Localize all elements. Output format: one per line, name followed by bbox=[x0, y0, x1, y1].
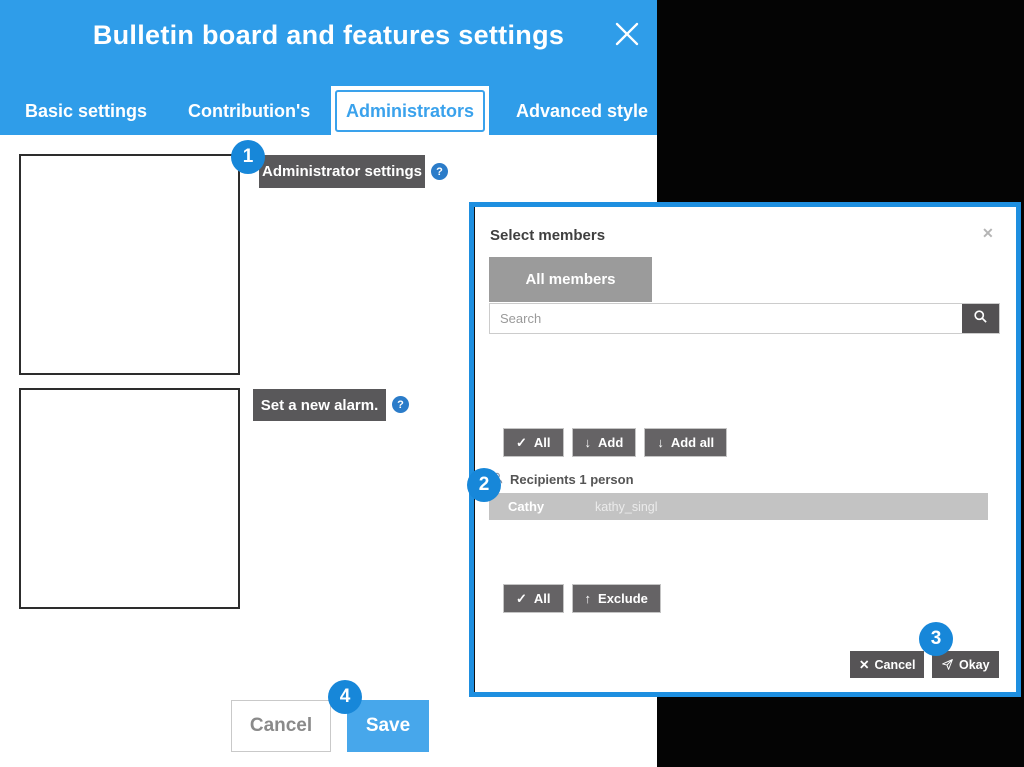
close-icon[interactable] bbox=[608, 15, 646, 53]
tab-administrators-label: Administrators bbox=[335, 90, 485, 132]
search-button[interactable] bbox=[962, 304, 999, 333]
step-badge-1: 1 bbox=[231, 140, 265, 174]
search-icon bbox=[973, 309, 988, 329]
search-input[interactable] bbox=[490, 304, 962, 333]
button-label: All bbox=[533, 591, 551, 606]
help-icon[interactable]: ? bbox=[392, 396, 409, 413]
tab-advanced-style[interactable]: Advanced style bbox=[516, 101, 649, 121]
preview-box-bottom bbox=[19, 388, 240, 609]
help-icon[interactable]: ? bbox=[431, 163, 448, 180]
select-members-title: Select members bbox=[490, 227, 606, 244]
add-buttons-row: ✓ All ↓ Add ↓ Add all bbox=[503, 428, 728, 457]
set-new-alarm-button[interactable]: Set a new alarm. bbox=[253, 389, 386, 421]
dialog-title: Bulletin board and features settings bbox=[92, 20, 565, 50]
tab-administrators[interactable]: Administrators bbox=[331, 86, 489, 136]
all-members-tab[interactable]: All members bbox=[489, 257, 652, 302]
send-icon bbox=[941, 658, 954, 671]
save-button[interactable]: Save bbox=[347, 700, 429, 752]
member-row[interactable]: Cathy kathy_singl bbox=[489, 493, 988, 520]
administrator-settings-button[interactable]: Administrator settings bbox=[259, 155, 425, 188]
member-name: Cathy bbox=[508, 499, 545, 514]
arrow-down-icon: ↓ bbox=[584, 435, 592, 450]
step-badge-4: 4 bbox=[328, 680, 362, 714]
select-all-button[interactable]: ✓ All bbox=[503, 428, 564, 457]
recipients-header: Recipients 1 person bbox=[490, 471, 634, 488]
arrow-down-icon: ↓ bbox=[657, 435, 664, 450]
x-icon: ✕ bbox=[859, 658, 870, 672]
exclude-buttons-row: ✓ All ↑ Exclude bbox=[503, 584, 661, 613]
add-button[interactable]: ↓ Add bbox=[571, 428, 637, 457]
button-label: Cancel bbox=[874, 657, 916, 672]
settings-dialog-header: Bulletin board and features settings Bas… bbox=[0, 0, 657, 135]
button-label: Exclude bbox=[598, 591, 648, 606]
popup-okay-button[interactable]: Okay bbox=[932, 651, 999, 678]
select-all-recipients-button[interactable]: ✓ All bbox=[503, 584, 564, 613]
button-label: Add bbox=[598, 435, 624, 450]
check-icon: ✓ bbox=[516, 590, 527, 606]
add-all-button[interactable]: ↓ Add all bbox=[644, 428, 728, 457]
preview-box-top bbox=[19, 154, 240, 375]
member-username: kathy_singl bbox=[595, 500, 658, 514]
tab-contributions[interactable]: Contribution's bbox=[188, 101, 311, 121]
arrow-up-icon: ↑ bbox=[584, 591, 592, 606]
button-label: All bbox=[533, 435, 551, 450]
popup-cancel-button[interactable]: ✕ Cancel bbox=[850, 651, 925, 678]
recipients-label: Recipients 1 person bbox=[510, 472, 634, 487]
popup-close-icon[interactable]: ✕ bbox=[982, 225, 994, 241]
exclude-button[interactable]: ↑ Exclude bbox=[571, 584, 661, 613]
button-label: Okay bbox=[959, 657, 990, 672]
step-badge-3: 3 bbox=[919, 622, 953, 656]
cancel-button[interactable]: Cancel bbox=[231, 700, 331, 752]
step-badge-2: 2 bbox=[467, 468, 501, 502]
tab-basic-settings[interactable]: Basic settings bbox=[25, 101, 148, 121]
select-members-dialog: Select members ✕ All members ✓ All ↓ bbox=[469, 202, 1021, 697]
check-icon: ✓ bbox=[516, 434, 527, 450]
button-label: Add all bbox=[670, 435, 715, 450]
search-bar bbox=[489, 303, 1000, 334]
